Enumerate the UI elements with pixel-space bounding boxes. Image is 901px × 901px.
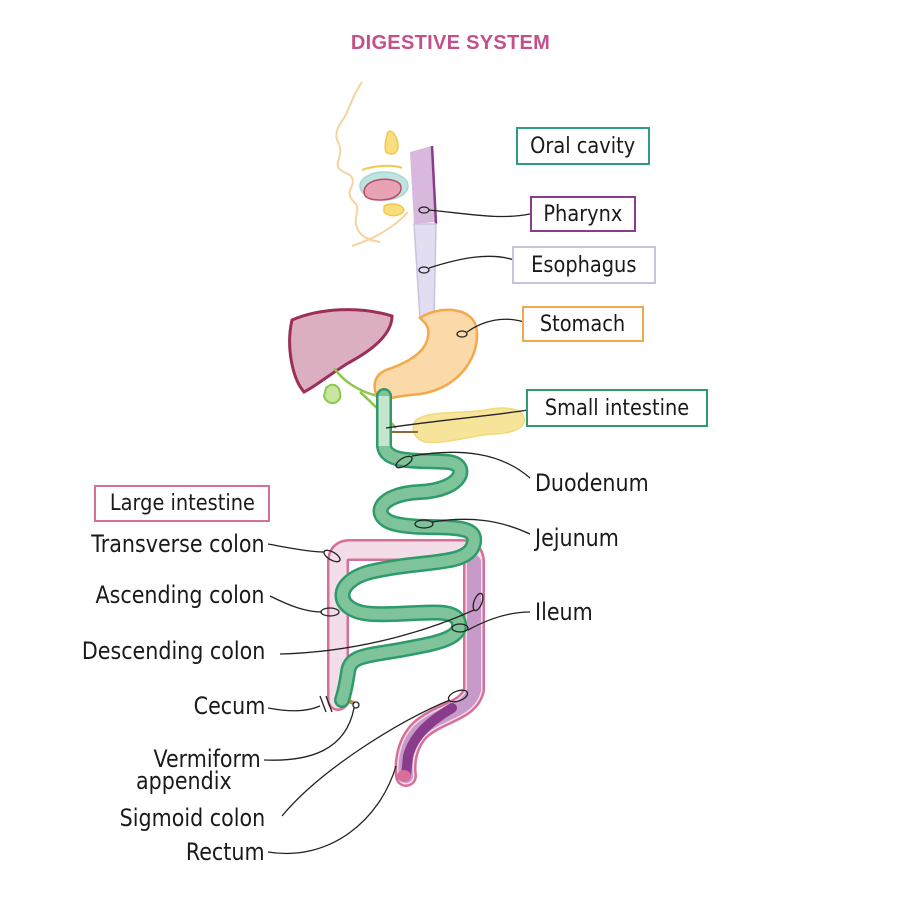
transverse-colon-label: Transverse colon [91, 530, 265, 558]
descending-colon-label: Descending colon [81, 637, 265, 665]
pharynx-label: Pharynx [530, 196, 636, 232]
ileum-marker [451, 623, 469, 633]
rectum-label: Rectum [186, 838, 265, 866]
cecum-leader [267, 705, 321, 712]
small-intestine-fill [336, 390, 480, 706]
transverse-colon-leader [267, 543, 325, 553]
small-intestine-label-text: Small intestine [544, 395, 690, 421]
transverse-colon-marker [323, 549, 341, 563]
stomach-label: Stomach [522, 306, 644, 342]
liver-shape [288, 308, 394, 394]
vermiform-label: Vermiform [153, 745, 261, 773]
duodenum-leader [411, 451, 531, 479]
ileum-leader [467, 611, 531, 631]
esophagus-label: Esophagus [512, 246, 656, 284]
ileum-label: Ileum [535, 598, 593, 626]
leader-lines [263, 206, 531, 855]
small-intestine-leader [385, 409, 529, 429]
jejunum-marker [414, 519, 434, 529]
duodenum-marker [395, 455, 413, 469]
pharynx-label-text: Pharynx [543, 201, 623, 227]
jaw-outline [351, 211, 409, 247]
esophagus-label-text: Esophagus [531, 252, 637, 278]
ascending-colon-leader [269, 595, 323, 613]
duodenum-label: Duodenum [535, 469, 649, 497]
palate-shape [361, 164, 403, 171]
appendix-leader [263, 707, 355, 761]
large-intestine-label-text: Large intestine [109, 491, 255, 516]
esophagus-shape [413, 223, 437, 319]
nasal-cavity-shape [384, 130, 399, 155]
jejunum-leader [431, 518, 531, 535]
esophagus-leader [428, 255, 515, 269]
sigmoid-colon-leader [281, 699, 451, 817]
ascending-colon-label: Ascending colon [95, 581, 265, 609]
stomach-marker [456, 330, 468, 338]
pharynx-shape [410, 146, 436, 224]
small-intestine-label: Small intestine [526, 389, 708, 427]
sigmoid-colon-marker [447, 689, 469, 703]
gallbladder-shape [322, 383, 342, 404]
oral-cavity-label-text: Oral cavity [530, 133, 636, 159]
rectum-end-shape [397, 770, 411, 782]
large-intestine-label: Large intestine [94, 485, 270, 522]
diagram-title: DIGESTIVE SYSTEM [350, 32, 551, 54]
face-profile-outline [335, 81, 381, 243]
tongue-shape [363, 178, 402, 201]
appendix-marker [352, 701, 360, 709]
stomach-label-text: Stomach [540, 311, 626, 337]
salivary-gland-shape [383, 203, 405, 217]
rectum-leader [267, 765, 397, 855]
oral-cavity-label: Oral cavity [516, 127, 650, 165]
sigmoid-colon-label: Sigmoid colon [119, 804, 265, 832]
descending-colon-marker [472, 592, 484, 612]
cecum-marker [319, 695, 333, 713]
jejunum-label: Jejunum [535, 524, 619, 552]
appendix-label: appendix [136, 767, 232, 795]
sigmoid-rectum-tint [401, 703, 457, 781]
cecum-label: Cecum [193, 692, 265, 720]
pancreas-shape [412, 407, 525, 444]
stomach-leader [466, 318, 525, 333]
pharynx-leader [428, 209, 531, 218]
esophagus-marker [418, 266, 430, 274]
descending-colon-leader [279, 609, 475, 655]
